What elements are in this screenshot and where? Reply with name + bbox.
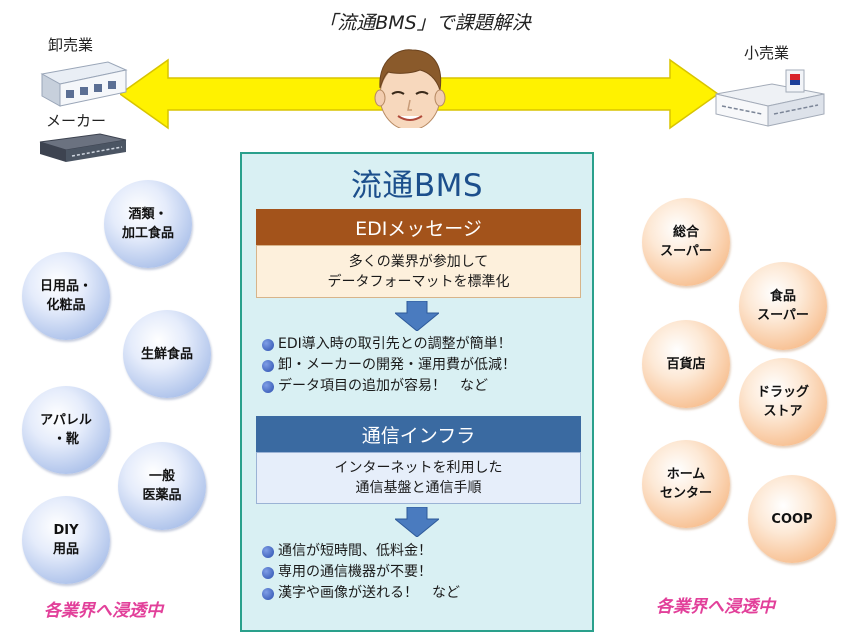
list-item: EDI導入時の取引先との調整が簡単！ bbox=[262, 334, 516, 355]
bullet-icon bbox=[262, 566, 274, 579]
infra-desc-line: 通信基盤と通信手順 bbox=[355, 480, 482, 496]
retail-circle-home-center: ホームセンター bbox=[642, 440, 730, 528]
industry-circle-otc-drugs: 一般医薬品 bbox=[118, 442, 206, 530]
edi-benefits-list: EDI導入時の取引先との調整が簡単！ 卸・メーカーの開発・運用費が低減！ データ… bbox=[262, 334, 516, 397]
bullet-icon bbox=[262, 359, 274, 372]
retail-label: 小売業 bbox=[744, 44, 790, 62]
list-item: 漢字や画像が送れる！ など bbox=[262, 583, 460, 604]
industry-circle-fresh-food: 生鮮食品 bbox=[123, 310, 211, 398]
warehouse-icon bbox=[40, 61, 128, 107]
spread-label-right: 各業界へ浸透中 bbox=[656, 597, 775, 617]
list-item: 通信が短時間、低料金！ bbox=[262, 541, 460, 562]
comm-infra-description: インターネットを利用した 通信基盤と通信手順 bbox=[256, 452, 581, 504]
list-item: データ項目の追加が容易！ など bbox=[262, 376, 516, 397]
list-item: 専用の通信機器が不要！ bbox=[262, 562, 460, 583]
panel-title: 流通BMS bbox=[350, 168, 484, 204]
bullet-icon bbox=[262, 587, 274, 600]
retail-circle-drugstore: ドラッグストア bbox=[739, 358, 827, 446]
bullet-icon bbox=[262, 380, 274, 393]
infra-benefits-list: 通信が短時間、低料金！ 専用の通信機器が不要！ 漢字や画像が送れる！ など bbox=[262, 541, 460, 604]
list-item: 卸・メーカーの開発・運用費が低減！ bbox=[262, 355, 516, 376]
retail-circle-department-store: 百貨店 bbox=[642, 320, 730, 408]
wholesale-label: 卸売業 bbox=[48, 36, 94, 54]
diagram-title: 「流通BMS」で課題解決 bbox=[318, 12, 531, 34]
bullet-icon bbox=[262, 545, 274, 558]
store-icon bbox=[715, 69, 825, 127]
retail-circle-gms: 総合スーパー bbox=[642, 198, 730, 286]
factory-icon bbox=[39, 133, 127, 162]
edi-desc-line: データフォーマットを標準化 bbox=[327, 273, 510, 290]
down-arrow-icon bbox=[395, 507, 439, 537]
person-face-icon bbox=[374, 49, 446, 140]
industry-circle-liquor: 酒類・加工食品 bbox=[104, 180, 192, 268]
edi-desc-line: 多くの業界が参加して bbox=[348, 253, 489, 270]
retail-circle-food-super: 食品スーパー bbox=[739, 262, 827, 350]
spread-label-left: 各業界へ浸透中 bbox=[44, 601, 163, 621]
retail-circle-coop: COOP bbox=[748, 475, 836, 563]
comm-infra-header: 通信インフラ bbox=[256, 416, 581, 452]
edi-message-description: 多くの業界が参加して データフォーマットを標準化 bbox=[256, 245, 581, 298]
maker-label: メーカー bbox=[46, 112, 107, 130]
industry-circle-daily-goods: 日用品・化粧品 bbox=[22, 252, 110, 340]
infra-desc-line: インターネットを利用した bbox=[334, 460, 503, 476]
bullet-icon bbox=[262, 338, 274, 351]
edi-message-header: EDIメッセージ bbox=[256, 209, 581, 245]
industry-circle-apparel: アパレル・靴 bbox=[22, 386, 110, 474]
down-arrow-icon bbox=[395, 301, 439, 331]
